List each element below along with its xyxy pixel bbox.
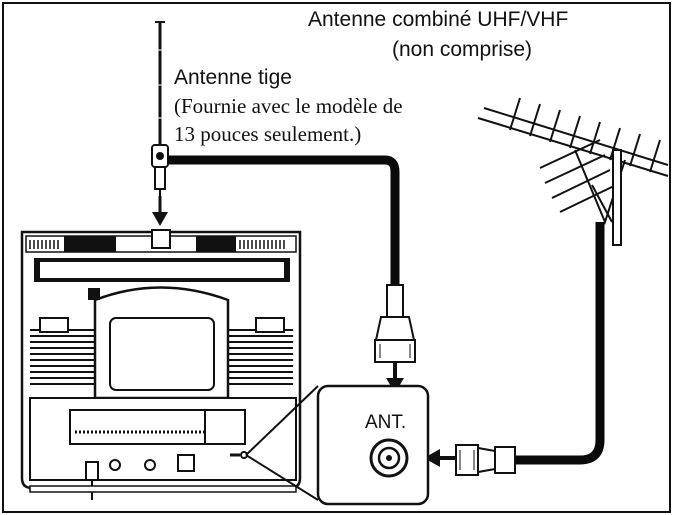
combination-antenna [477, 97, 669, 246]
rod-antenna [151, 21, 169, 210]
combo-antenna-label-line2: (non comprise) [392, 38, 533, 61]
tv-rear-view [20, 229, 302, 500]
cable-connector [374, 284, 416, 363]
rod-insert-arrow [152, 196, 168, 226]
rod-antenna-cable [168, 155, 400, 285]
ant-terminal-label: ANT. [365, 412, 407, 433]
rod-antenna-note-line2: 13 pouces seulement.) [174, 122, 362, 146]
connector-left-arrow [424, 449, 456, 467]
side-connector [455, 444, 516, 476]
combination-antenna-cable [515, 222, 605, 465]
rod-antenna-title: Antenne tige [174, 66, 292, 89]
rod-antenna-note-line1: (Fournie avec le modèle de [174, 94, 403, 118]
combo-antenna-label-line1: Antenne combiné UHF/VHF [308, 8, 569, 31]
ant-callout [245, 384, 430, 506]
